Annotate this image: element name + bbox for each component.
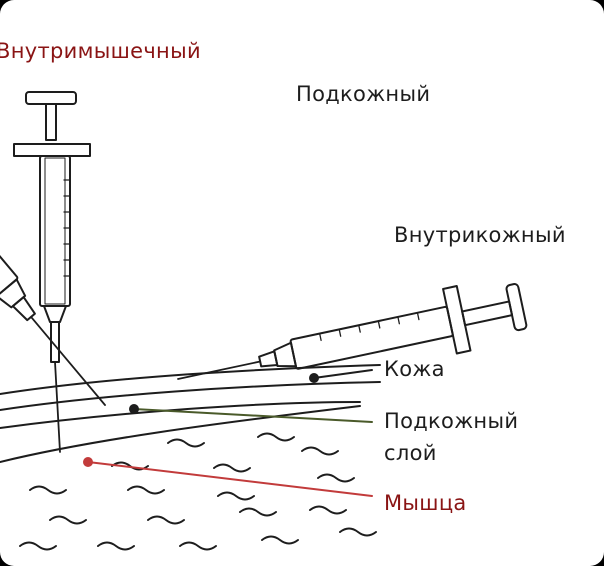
muscle-pointer-line — [87, 461, 373, 497]
skin-surface-line — [0, 364, 381, 395]
subcutaneous-layer-label-line1: Подкожный — [384, 409, 519, 433]
muscle-pointer-dot — [83, 457, 93, 467]
muscle-label: Мышца — [384, 491, 467, 515]
subcutaneous-layer-pointer-dot — [129, 404, 139, 414]
skin-pointer-line — [313, 369, 373, 379]
subcutaneous-bottom-line — [0, 405, 361, 463]
subcutaneous-label: Подкожный — [296, 82, 431, 106]
subcutaneous-layer-pointer-line — [133, 408, 373, 423]
skin-pointer-dot — [309, 373, 319, 383]
skin-lower-line — [0, 381, 381, 411]
skin-label: Кожа — [384, 357, 445, 381]
muscle-fibers — [19, 432, 377, 551]
intramuscular-syringe — [13, 91, 91, 453]
subcutaneous-layer-label-line2: слой — [384, 441, 437, 465]
intradermal-label: Внутрикожный — [394, 223, 566, 247]
subcutaneous-syringe — [0, 155, 106, 406]
label-pointers — [83, 369, 373, 497]
subcutaneous-top-line — [0, 401, 361, 429]
intramuscular-label: Внутримышечный — [0, 39, 201, 63]
tissue-layers — [0, 364, 381, 463]
intradermal-syringe — [177, 283, 528, 380]
